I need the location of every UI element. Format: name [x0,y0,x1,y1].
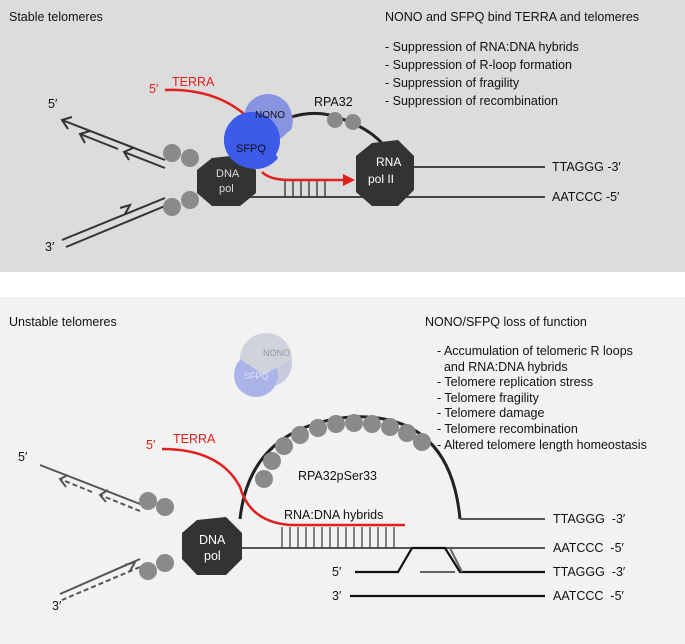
dna-polymerase [197,155,256,206]
bullet-item: - Telomere recombination [437,421,578,436]
protein-ball [181,191,199,209]
terra-label: TERRA [172,75,215,89]
arrowhead [122,147,134,161]
break-five-prime-label: 5′ [332,565,342,579]
dna-pol-label: pol [219,183,234,195]
stable-telomeres-panel: Stable telomeres NONO and SFPQ bind TERR… [0,0,685,272]
arrowhead [78,130,91,144]
strand-label-1: TTAGGG -3′ [553,512,626,526]
protein-ball [163,144,181,162]
unstable-telomeres-panel: Unstable telomeres NONO/SFPQ loss of fun… [0,297,685,644]
arrowhead [60,116,73,130]
panel-title: Stable telomeres [9,10,103,24]
bullet-list: - Accumulation of telomeric R loops and … [437,344,647,453]
recombination-strand [355,546,545,574]
panel-heading: NONO and SFPQ bind TERRA and telomeres [385,10,640,24]
rna-pol-label: RNA [376,155,402,169]
terra-five-prime-label: 5′ [146,438,156,452]
strand-label-4: AATCCC -5′ [553,589,624,603]
bullet-item: - Suppression of fragility [385,76,520,90]
rpa32-ball [345,114,361,130]
hybrid-ticks [284,180,326,196]
leading-strand-1 [61,197,166,241]
nono-label: NONO [255,110,285,121]
five-prime-label: 5′ [48,97,58,111]
stable-telomere-diagram [60,88,545,248]
break-three-prime-label: 3′ [332,589,342,603]
rna-pol-label: pol II [368,172,395,186]
bullet-item: - Suppression of RNA:DNA hybrids [385,40,579,54]
three-prime-label: 3′ [52,599,62,613]
dna-polymerase [182,517,242,575]
unstable-telomere-diagram [39,333,545,601]
bullet-item: - Suppression of R-loop formation [385,58,572,72]
sfpq-faded-label: SFPQ [244,371,269,381]
leading-strand-2 [65,205,166,248]
dashed-fragment [59,478,93,493]
strand-bottom-label: AATCCC -5′ [552,190,620,204]
protein-ball [163,198,181,216]
dashed-fragment [99,494,141,512]
bullet-item: - Suppression of recombination [385,94,559,108]
rpa32pser33-coating [255,414,431,488]
bullet-item: - Telomere damage [437,406,545,421]
terra-arrow [261,171,355,186]
bullet-item: - Telomere replication stress [437,375,594,390]
rpa32-label: RPA32 [314,95,353,109]
okazaki-fragment-1 [123,151,166,169]
lagging-strand [39,464,141,505]
bullet-item: - Altered telomere length homeostasis [437,437,647,452]
arrowhead [119,203,133,215]
rpa-label: RPA32pSer33 [298,469,377,483]
strand-label-3: TTAGGG -3′ [553,565,626,579]
bullet-item: - Accumulation of telomeric R loops [437,344,633,358]
dna-pol-label: pol [204,549,221,563]
dna-pol-label: DNA [199,533,226,547]
panel-heading: NONO/SFPQ loss of function [425,315,587,329]
bullet-item: - Telomere fragility [437,390,539,405]
rna-polymerase-ii [356,140,414,206]
okazaki-fragment-2 [79,133,119,150]
nono-faded-label: NONO [263,348,290,358]
dashed-leading [61,566,141,601]
protein-ball [181,149,199,167]
panel-title: Unstable telomeres [9,315,117,329]
bullet-item: and RNA:DNA hybrids [437,359,568,374]
five-prime-label: 5′ [18,450,28,464]
hybrids-label: RNA:DNA hybrids [284,508,384,522]
terra-five-prime-label: 5′ [149,82,159,96]
strand-label-2: AATCCC -5′ [553,541,624,555]
terra-rna [161,447,405,527]
strand-top-label: TTAGGG -3′ [552,160,621,174]
rna-dna-hybrid-ticks [281,527,395,548]
lagging-strand-1 [61,119,166,161]
sfpq-label: SFPQ [236,143,266,155]
terra-label: TERRA [173,432,216,446]
rpa32-ball [327,112,343,128]
three-prime-label: 3′ [45,240,55,254]
bullet-list: - Suppression of RNA:DNA hybrids - Suppr… [385,38,579,110]
dna-pol-label: DNA [216,168,240,180]
